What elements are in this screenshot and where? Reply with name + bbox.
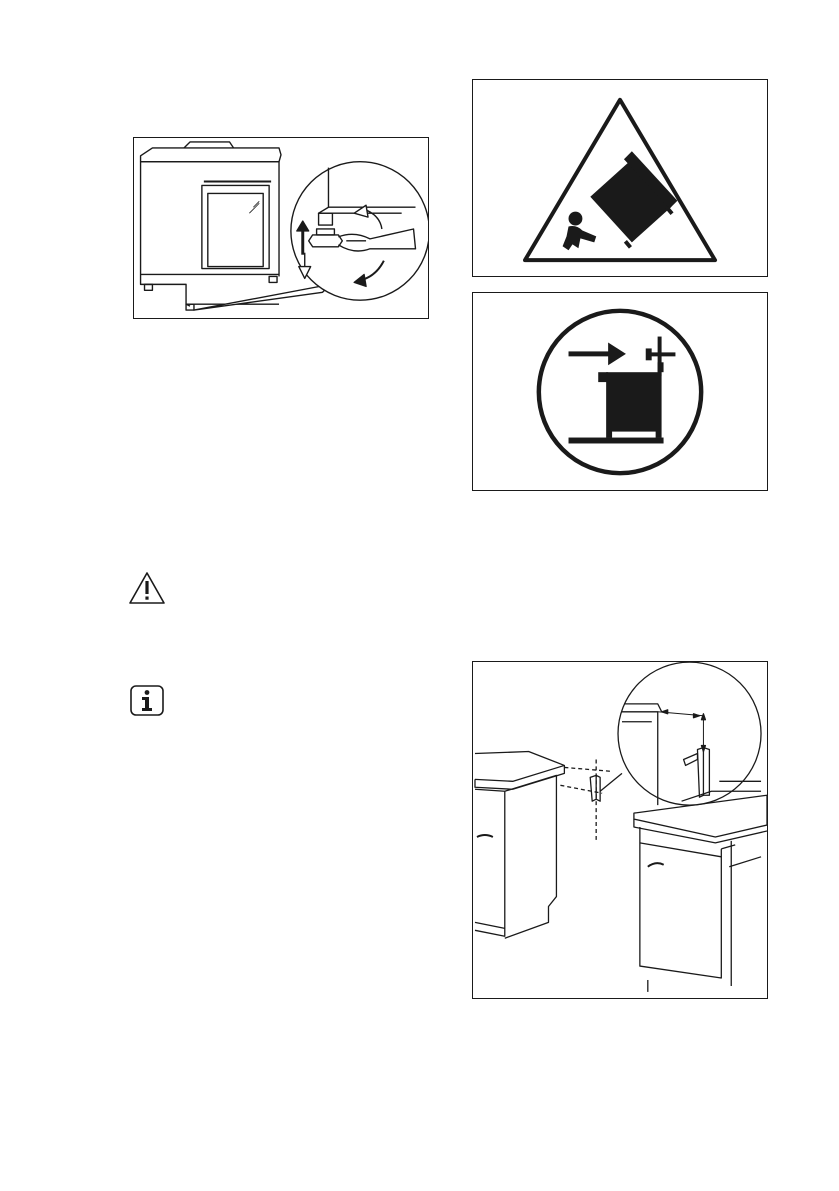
information-icon <box>130 685 164 716</box>
child-tipping-cooker-warning-icon <box>473 80 767 276</box>
warning-icon <box>127 570 167 606</box>
anti-tilt-figure <box>472 292 768 491</box>
tip-hazard-figure <box>472 79 768 277</box>
cooker-leveling-foot-illustration <box>134 138 428 318</box>
leveling-feet-figure <box>133 137 429 319</box>
anti-tilt-bracket-installation-illustration <box>473 662 767 998</box>
bracket-install-figure <box>472 661 768 999</box>
cooker-against-wall-bracket-icon <box>473 293 767 490</box>
